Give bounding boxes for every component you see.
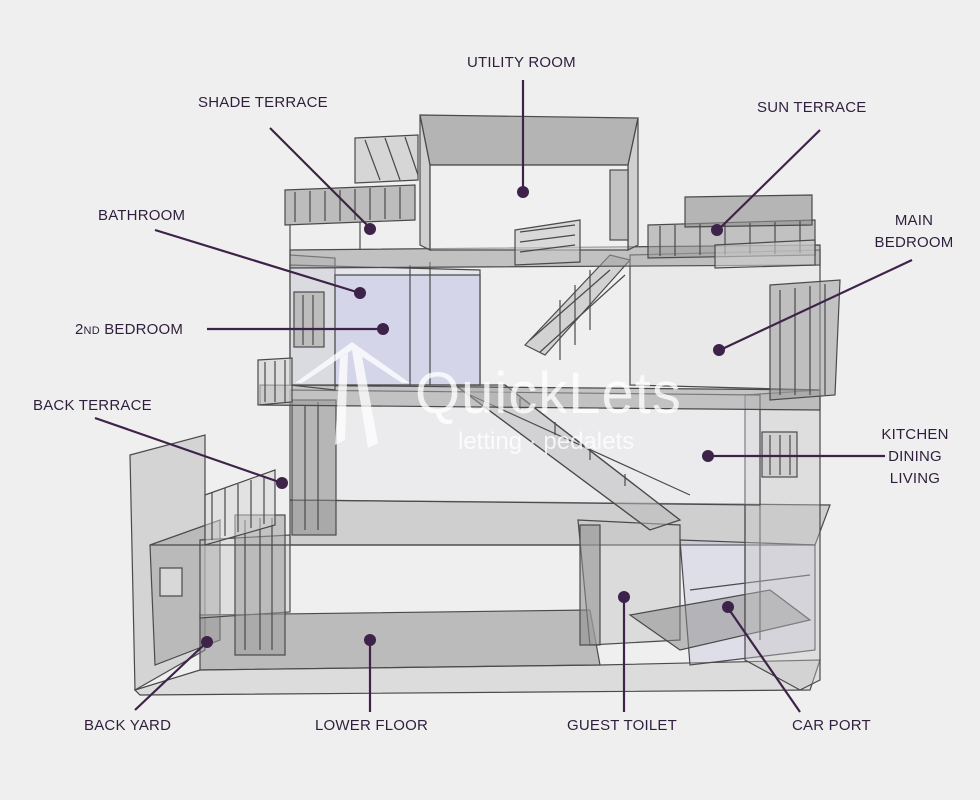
watermark-tagline: letting · pedalets <box>458 428 635 455</box>
dot-back-yard <box>201 636 213 648</box>
pointer-shade-terrace <box>269 127 371 229</box>
dot-lower-floor <box>364 634 376 646</box>
dot-bathroom <box>354 287 366 299</box>
label-guest-toilet: GUEST TOILET <box>567 717 677 734</box>
label-2nd-bedroom-num: 2 <box>75 321 84 338</box>
label-2nd-bedroom-suffix: ND <box>83 325 100 337</box>
label-kitchen-line1: KITCHEN <box>881 426 949 443</box>
label-lower-floor: LOWER FLOOR <box>315 717 429 734</box>
watermark-house-logo <box>295 342 410 448</box>
label-kitchen-line2: DINING <box>888 448 942 465</box>
pointer-main-bedroom <box>719 259 913 351</box>
label-2nd-bedroom: 2ND BEDROOM <box>75 319 183 342</box>
dot-sun-terrace <box>711 224 723 236</box>
label-bathroom: BATHROOM <box>98 207 186 224</box>
label-back-yard: BACK YARD <box>84 717 172 734</box>
pointer-sun-terrace <box>717 129 821 231</box>
dot-2nd-bedroom <box>377 323 389 335</box>
label-kitchen-line3: LIVING <box>889 470 941 487</box>
pointer-lines <box>94 80 913 713</box>
label-main-bedroom: MAIN BEDROOM <box>868 210 960 254</box>
label-utility-room: UTILITY ROOM <box>467 54 576 71</box>
pointer-bathroom <box>154 228 361 295</box>
dot-guest-toilet <box>618 591 630 603</box>
label-back-terrace: BACK TERRACE <box>33 397 152 414</box>
pointer-car-port <box>727 607 801 713</box>
building-structure <box>129 114 841 696</box>
label-main-bedroom-line2: BEDROOM <box>874 234 954 251</box>
dot-kitchen <box>702 450 714 462</box>
dot-car-port <box>722 601 734 613</box>
dot-main-bedroom <box>713 344 725 356</box>
watermark-brand: QuickLets <box>415 361 682 426</box>
label-shade-terrace: SHADE TERRACE <box>198 94 328 111</box>
label-kitchen-dining-living: KITCHEN DINING LIVING <box>875 424 955 490</box>
dot-back-terrace <box>276 477 288 489</box>
pointer-dots <box>201 186 734 648</box>
label-car-port: CAR PORT <box>792 717 871 734</box>
dot-utility-room <box>517 186 529 198</box>
label-main-bedroom-line1: MAIN <box>894 212 934 229</box>
label-sun-terrace: SUN TERRACE <box>757 99 867 116</box>
label-2nd-bedroom-word: BEDROOM <box>99 321 184 338</box>
pointer-back-yard <box>134 641 208 711</box>
dot-shade-terrace <box>364 223 376 235</box>
pointer-back-terrace <box>94 416 283 485</box>
